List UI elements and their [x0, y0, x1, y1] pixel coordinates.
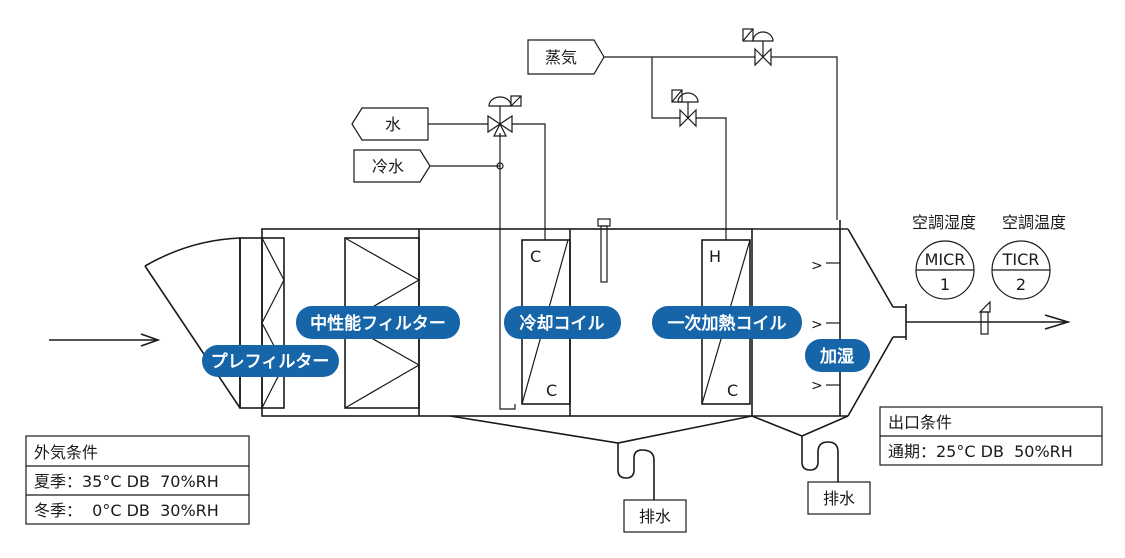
outlet-conditions-table: 出口条件 通期：25°C DB 50%RH — [879, 406, 1103, 466]
steam-humidifier-valve-icon — [742, 28, 774, 67]
label-humidifier: 加湿 — [805, 339, 870, 372]
chilled-water-label: 冷水 — [372, 157, 404, 176]
humidifier-section — [752, 220, 907, 417]
drain-label-1: 排水 — [639, 507, 671, 526]
nozzle: > — [811, 317, 823, 333]
steam-label: 蒸気 — [545, 48, 577, 67]
svg-text:一次加熱コイル: 一次加熱コイル — [668, 313, 787, 334]
instrument-humidity[interactable]: 空調湿度 MICR 1 — [912, 213, 976, 300]
steam-inlet-tag: 蒸気 — [527, 39, 605, 75]
outdoor-conditions-title: 外気条件 — [34, 443, 98, 462]
outdoor-summer-row: 夏季：35°C DB 70%RH — [34, 472, 219, 491]
inlet-air-arrow — [49, 333, 161, 347]
svg-text:冷却コイル: 冷却コイル — [520, 313, 605, 334]
nozzle: > — [811, 378, 823, 394]
water-label: 水 — [385, 115, 401, 134]
humidifier-nozzles: > > > — [811, 258, 840, 394]
label-prefilter: プレフィルター — [202, 345, 339, 377]
steam-humidifier-pipe — [771, 56, 838, 220]
chilled-water-inlet-tag: 冷水 — [353, 149, 431, 183]
svg-text:プレフィルター: プレフィルター — [211, 351, 330, 372]
outdoor-conditions-table: 外気条件 夏季：35°C DB 70%RH 冬季： 0°C DB 30%RH — [25, 435, 250, 525]
prefilter-element — [239, 237, 285, 409]
thermometer-icon — [597, 218, 611, 283]
steam-coil-valve-icon — [671, 89, 699, 128]
intake-hood — [144, 237, 241, 409]
three-way-control-valve-icon — [487, 95, 522, 137]
svg-text:中性能フィルター: 中性能フィルター — [310, 313, 446, 334]
cooling-coil-mark-bottom: C — [546, 381, 557, 400]
svg-text:加湿: 加湿 — [819, 347, 854, 367]
label-heating-coil: 一次加熱コイル — [652, 306, 802, 339]
heating-coil-mark-top: H — [709, 247, 721, 266]
instrument-tag: TICR — [1002, 250, 1040, 269]
drain-box-2: 排水 — [807, 481, 871, 515]
instrument-caption: 空調温度 — [1002, 213, 1066, 232]
drain-pan-2 — [751, 415, 849, 482]
coil-supply-pipe — [499, 133, 516, 410]
outlet-conditions-title: 出口条件 — [888, 413, 952, 432]
water-outlet-tag: 水 — [351, 107, 429, 141]
nozzle: > — [811, 258, 823, 274]
coil-return-pipe — [512, 123, 546, 240]
cooling-coil-mark-top: C — [530, 247, 541, 266]
drain-label-2: 排水 — [823, 489, 855, 508]
instrument-temperature[interactable]: 空調温度 TICR 2 — [991, 213, 1066, 300]
steam-coil-pipe — [696, 117, 727, 240]
instrument-caption: 空調湿度 — [912, 213, 976, 232]
outlet-annual-row: 通期：25°C DB 50%RH — [888, 442, 1073, 461]
instrument-number: 1 — [940, 275, 950, 294]
label-cooling-coil: 冷却コイル — [504, 306, 621, 339]
drain-pan-1 — [449, 415, 753, 500]
drain-box-1: 排水 — [623, 499, 687, 533]
outdoor-winter-row: 冬季： 0°C DB 30%RH — [34, 501, 219, 520]
instrument-number: 2 — [1016, 275, 1026, 294]
outlet-air-arrow — [906, 314, 1071, 330]
label-medium-filter: 中性能フィルター — [296, 306, 460, 339]
outlet-sensor — [978, 300, 991, 335]
instrument-tag: MICR — [925, 250, 966, 269]
steam-branch-pipe — [651, 57, 680, 119]
heating-coil-mark-bottom: C — [727, 381, 738, 400]
